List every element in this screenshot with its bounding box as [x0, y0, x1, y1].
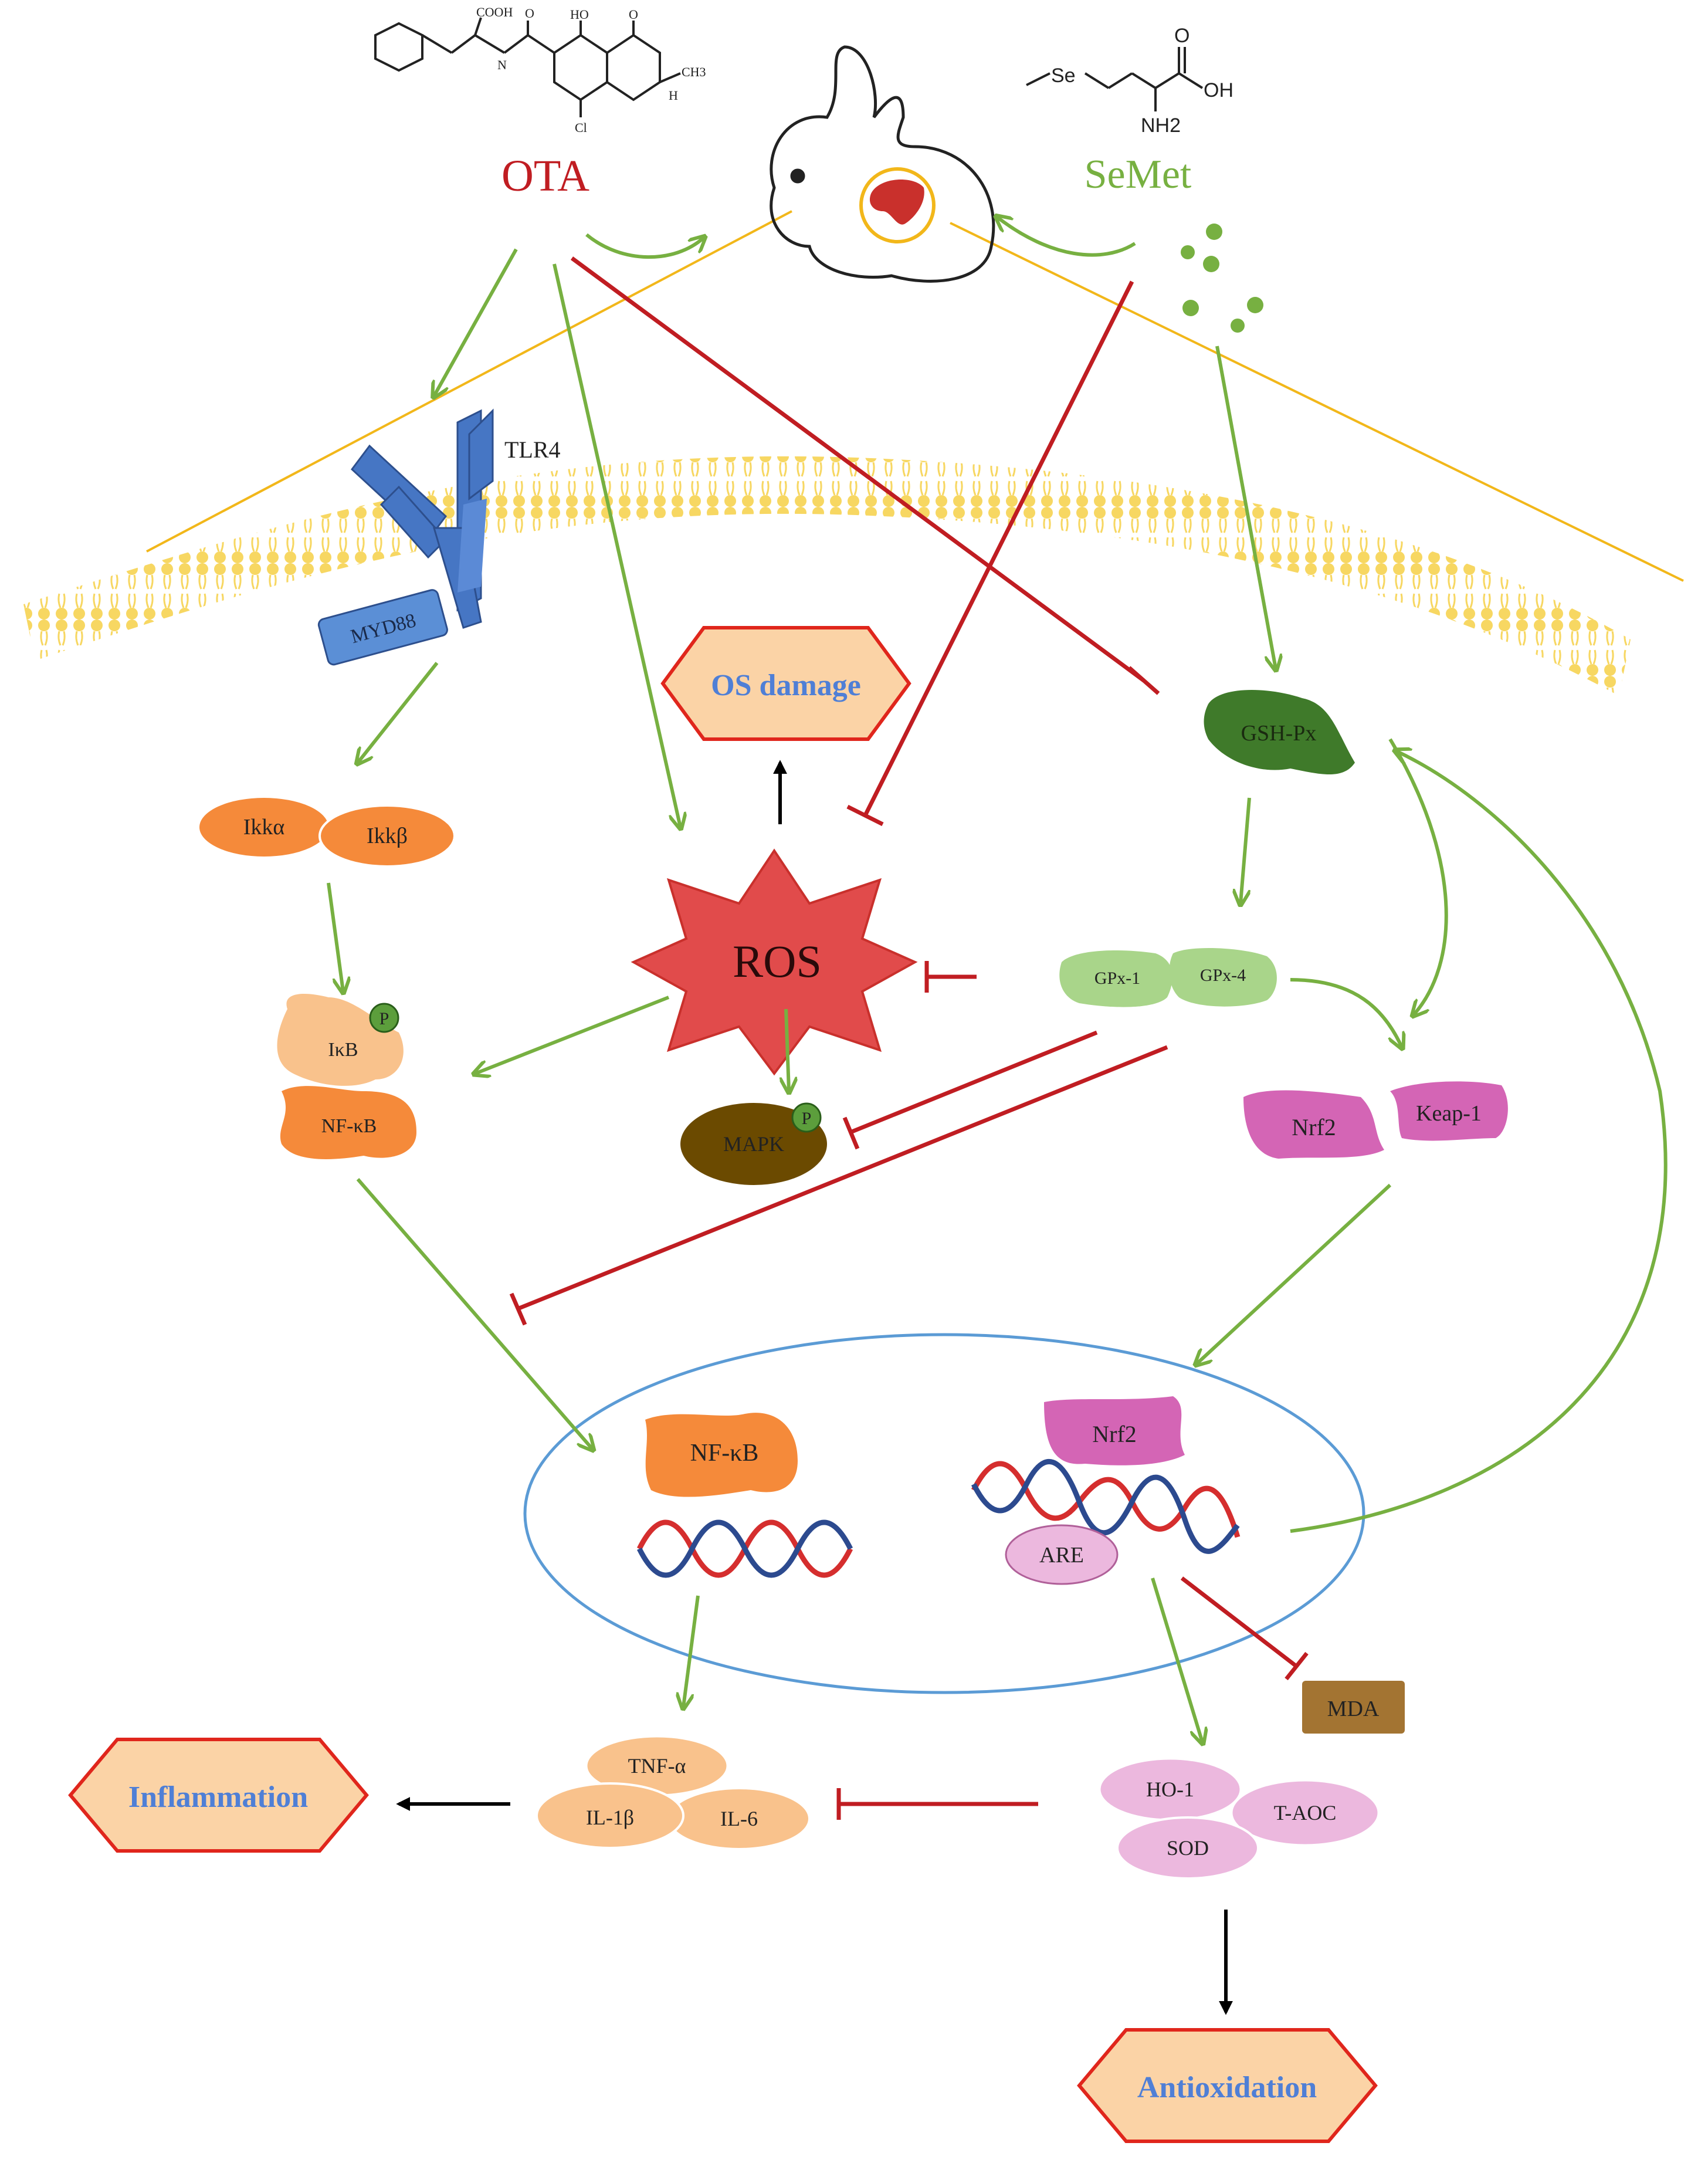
mda-node: MDA — [1302, 1681, 1405, 1734]
h-label: H — [669, 88, 678, 103]
nh2-label: NH2 — [1141, 114, 1181, 137]
are-node: ARE — [1005, 1524, 1119, 1585]
semet-structure-labels: Se O OH NH2 — [1051, 25, 1233, 137]
ch3-label: CH3 — [682, 65, 706, 79]
ota-structure-labels: COOH O N HO O CH3 H Cl — [476, 5, 706, 135]
tlr4-receptor — [350, 408, 494, 629]
nh-label: N — [497, 57, 507, 72]
inhibit-bar-ros-semet — [846, 804, 884, 827]
o-ring-label: O — [629, 7, 638, 22]
inhibit-bar-nfkb — [509, 1292, 527, 1326]
outcome-arrows — [396, 760, 1233, 2015]
semet-dots — [1181, 224, 1263, 333]
mapk-label: MAPK — [723, 1132, 784, 1156]
antioxidant-enzymes: HO-1 T-AOC SOD — [1099, 1758, 1380, 1880]
ho-label: HO — [570, 7, 589, 22]
inhibition-lines — [509, 256, 1309, 1820]
nfkb-nuc-label: NF-κB — [690, 1440, 759, 1467]
antioxidation-label: Antioxidation — [1137, 2071, 1317, 2104]
gsh-px-label: GSH-Px — [1241, 721, 1317, 746]
ikkb-label: Ikkβ — [367, 824, 408, 848]
gsh-px-node: GSH-Px — [1204, 690, 1355, 774]
se-label: Se — [1051, 65, 1076, 87]
ikb-nfkb-complex: IκB P NF-κB — [277, 994, 416, 1159]
liver-icon — [869, 180, 924, 225]
o-label: O — [1174, 25, 1190, 47]
inflammation-box: Inflammation — [68, 1738, 369, 1853]
mapk-node: MAPK P — [680, 1102, 827, 1185]
sod-label: SOD — [1167, 1836, 1209, 1860]
ota-label: OTA — [501, 151, 589, 201]
dna-nfkb — [636, 1519, 853, 1578]
inhibit-bar-mda — [1285, 1651, 1309, 1681]
inhibit-bar-mapk — [842, 1116, 860, 1150]
liver-zoom-lines — [146, 210, 1684, 582]
il1b-label: IL-1β — [586, 1806, 634, 1829]
activation-arrows — [327, 217, 1668, 1742]
semet-label: SeMet — [1085, 152, 1192, 197]
nrf2-cyto-label: Nrf2 — [1292, 1114, 1336, 1140]
os-damage-box: OS damage — [660, 626, 911, 741]
are-label: ARE — [1039, 1543, 1084, 1568]
ho1-label: HO-1 — [1146, 1778, 1194, 1801]
semet-structure — [1026, 47, 1204, 111]
inflammation-label: Inflammation — [128, 1781, 308, 1814]
ikka-label: Ikkα — [243, 815, 285, 840]
o-label: O — [525, 6, 534, 21]
ikb-label: IκB — [328, 1039, 358, 1061]
tnfa-label: TNF-α — [628, 1754, 686, 1778]
nfkb-cyto-label: NF-κB — [321, 1115, 377, 1137]
cytokines: TNF-α IL-1β IL-6 — [536, 1735, 811, 1850]
nfkb-nucleus-node: NF-κB — [645, 1413, 798, 1497]
rabbit-icon — [770, 45, 995, 283]
il6-label: IL-6 — [720, 1807, 758, 1830]
myd88-box: MYD88 — [317, 589, 448, 666]
inhibit-bar-gsh — [1127, 666, 1160, 695]
antioxidation-box: Antioxidation — [1077, 2028, 1378, 2143]
p-ikb-label: P — [379, 1009, 389, 1028]
nrf2-nuc-label: Nrf2 — [1092, 1421, 1137, 1447]
nrf2-keap1-complex: Nrf2 Keap-1 — [1243, 1081, 1508, 1159]
p-mapk-label: P — [802, 1109, 812, 1128]
cl-label: Cl — [575, 120, 587, 135]
cooh-label: COOH — [476, 5, 513, 19]
oh-label: OH — [1204, 79, 1233, 101]
mda-label: MDA — [1327, 1697, 1380, 1721]
ota-structure — [374, 17, 681, 117]
gpx-complex: GPx-1 GPx-4 — [1059, 947, 1277, 1007]
dna-nrf2 — [971, 1458, 1241, 1554]
ikk-complex: Ikkα Ikkβ — [199, 798, 456, 868]
ros-star: ROS — [631, 848, 918, 1076]
os-damage-label: OS damage — [711, 669, 861, 702]
keap1-label: Keap-1 — [1416, 1101, 1482, 1126]
t-aoc-label: T-AOC — [1274, 1801, 1337, 1824]
tlr4-label: TLR4 — [504, 436, 561, 463]
gpx1-label: GPx-1 — [1094, 969, 1140, 988]
nucleus — [523, 1333, 1365, 1694]
nrf2-nucleus-node: Nrf2 — [1044, 1396, 1185, 1465]
gpx4-label: GPx-4 — [1200, 966, 1246, 985]
ros-label: ROS — [733, 936, 822, 987]
